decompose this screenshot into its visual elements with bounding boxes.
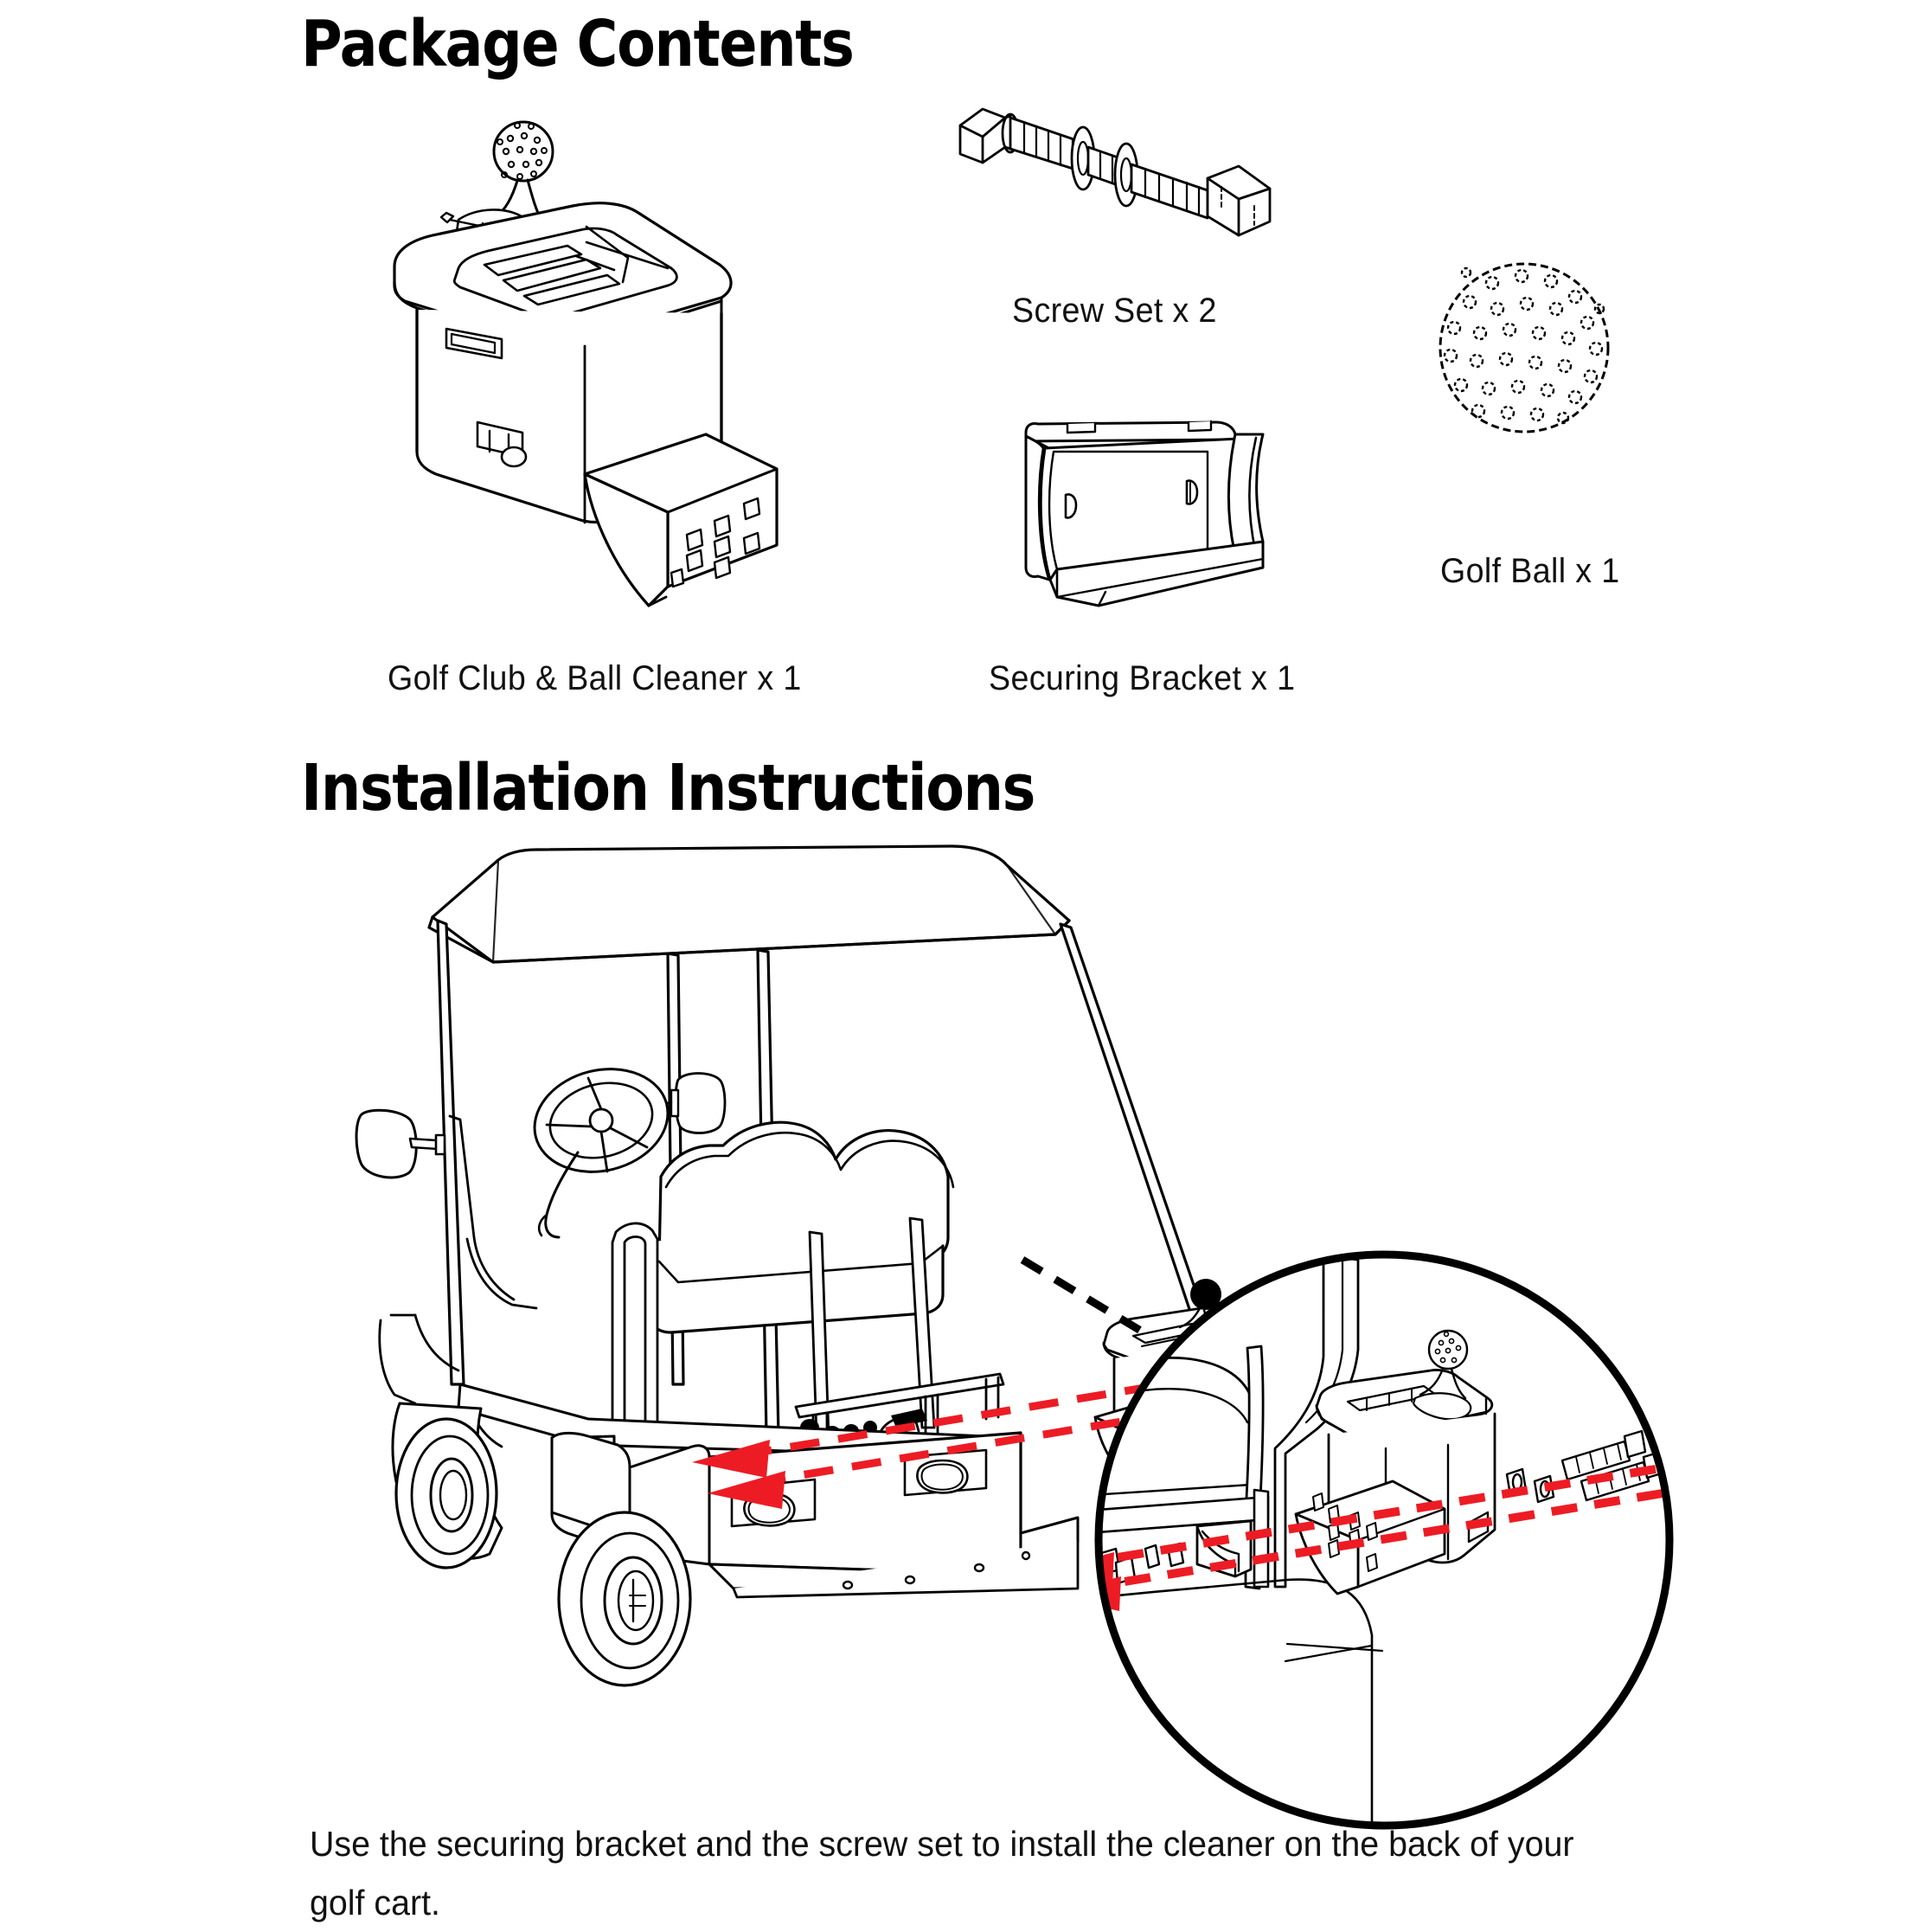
- part-label-golf-ball: Golf Ball x 1: [1440, 552, 1620, 590]
- installation-note: Use the securing bracket and the screw s…: [310, 1824, 1574, 1922]
- page-title-installation-instructions: Installation Instructions: [301, 751, 1035, 825]
- part-label-securing-bracket: Securing Bracket x 1: [989, 659, 1296, 697]
- page-title-package-contents: Package Contents: [301, 7, 855, 81]
- part-label-cleaner: Golf Club & Ball Cleaner x 1: [388, 659, 802, 697]
- detail-leader-line: [1020, 1229, 1298, 1419]
- golf-club-ball-cleaner-icon: [363, 112, 882, 649]
- screw-set-icon: [952, 95, 1298, 251]
- securing-bracket-icon: [1003, 398, 1298, 614]
- part-label-screw-set: Screw Set x 2: [1012, 292, 1217, 330]
- magnified-mounting-detail: [1081, 1237, 1687, 1843]
- golf-ball-icon: [1432, 255, 1618, 441]
